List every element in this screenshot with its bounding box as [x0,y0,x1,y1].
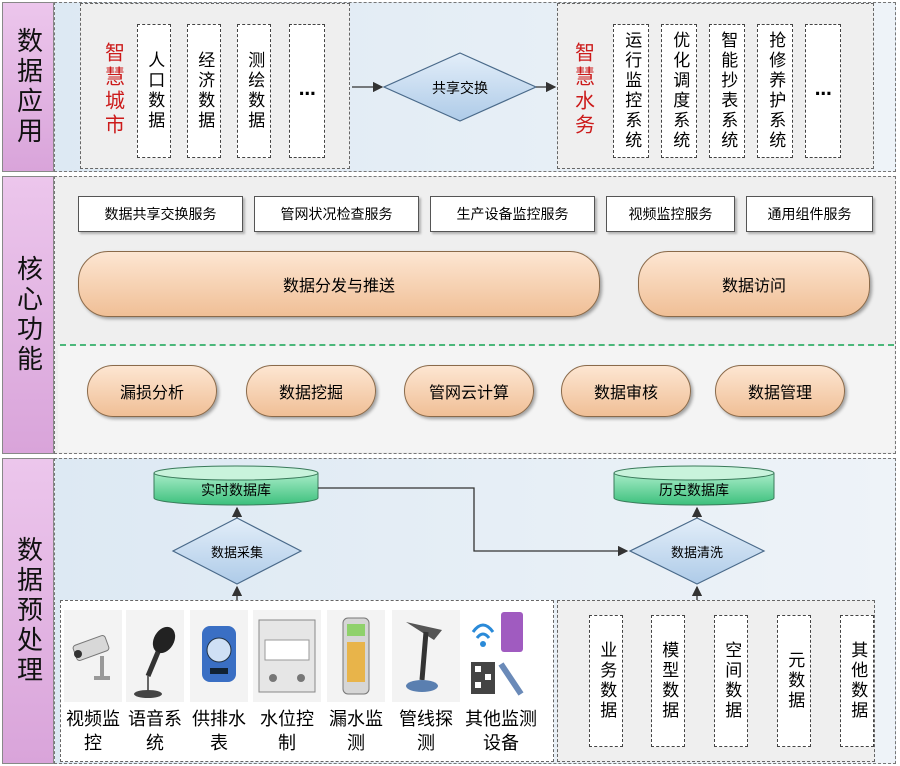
history-db-label: 历史数据库 [659,483,729,499]
water-meter-icon [190,610,248,702]
pill-leak-analysis: 漏损分析 [87,365,217,417]
datatype-spatial: 空间数据 [714,615,748,747]
pill-data-manage: 数据管理 [715,365,845,417]
pipe-locator-icon [392,610,460,702]
device-label-water-level: 水位控制 [260,709,314,754]
core-divider [60,344,894,346]
layer-label-core: 核心功能 [2,176,54,454]
cleaning-diamond [628,517,766,585]
device-label-voice: 语音系统 [128,709,182,754]
history-db-cylinder [613,465,775,506]
realtime-db-label: 实时数据库 [201,483,271,499]
datatype-meta: 元数据 [777,615,811,747]
layer-label-data-app: 数据应用 [2,2,54,172]
service-equipment-monitor: 生产设备监控服务 [430,196,595,232]
pill-data-mining: 数据挖掘 [246,365,376,417]
leak-detector-icon [327,610,385,702]
pill-pipe-cloud: 管网云计算 [404,365,534,417]
microphone-icon [126,610,184,702]
smart-water-item-1: 优化调度系统 [661,24,697,158]
datatype-business: 业务数据 [589,615,623,747]
device-label-leak: 漏水监测 [329,709,383,754]
datatype-other: 其他数据 [840,615,874,747]
pill-distribute-push: 数据分发与推送 [78,251,600,317]
cleaning-label: 数据清洗 [670,546,723,561]
device-label-pipe: 管线探测 [399,709,453,754]
smart-city-item-0: 人口数据 [137,24,171,158]
smart-city-item-2: 测绘数据 [237,24,271,158]
preprocess-flow [153,465,775,616]
smart-water-item-0: 运行监控系统 [613,24,649,158]
service-pipe-check: 管网状况检查服务 [254,196,419,232]
service-common-components: 通用组件服务 [746,196,873,232]
device-label-other: 其他监测设备 [465,709,537,754]
pill-data-access: 数据访问 [638,251,870,317]
smart-water-item-3: 抢修养护系统 [757,24,793,158]
smart-city-title: 智慧城市 [101,42,126,138]
device-label-water-meter: 供排水表 [192,709,246,754]
smart-water-title: 智慧水务 [571,42,596,138]
layer-label-preprocess: 数据预处理 [2,458,54,764]
smart-water-item-2: 智能抄表系统 [709,24,745,158]
exchange-connector [352,52,557,122]
smart-city-item-1: 经济数据 [187,24,221,158]
realtime-db-cylinder [153,465,319,506]
collect-diamond [171,517,303,585]
smart-water-item-more: … [805,24,841,158]
exchange-diamond [382,52,538,122]
other-devices-icon [467,608,529,704]
video-camera-icon [64,610,122,702]
collect-label: 数据采集 [210,546,263,561]
pill-data-audit: 数据审核 [561,365,691,417]
water-level-controller-icon [253,610,321,702]
device-label-video: 视频监控 [66,709,120,754]
service-video-monitor: 视频监控服务 [606,196,735,232]
datatype-model: 模型数据 [651,615,685,747]
service-share-exchange: 数据共享交换服务 [78,196,243,232]
exchange-label: 共享交换 [432,81,488,97]
smart-city-item-more: … [289,24,325,158]
